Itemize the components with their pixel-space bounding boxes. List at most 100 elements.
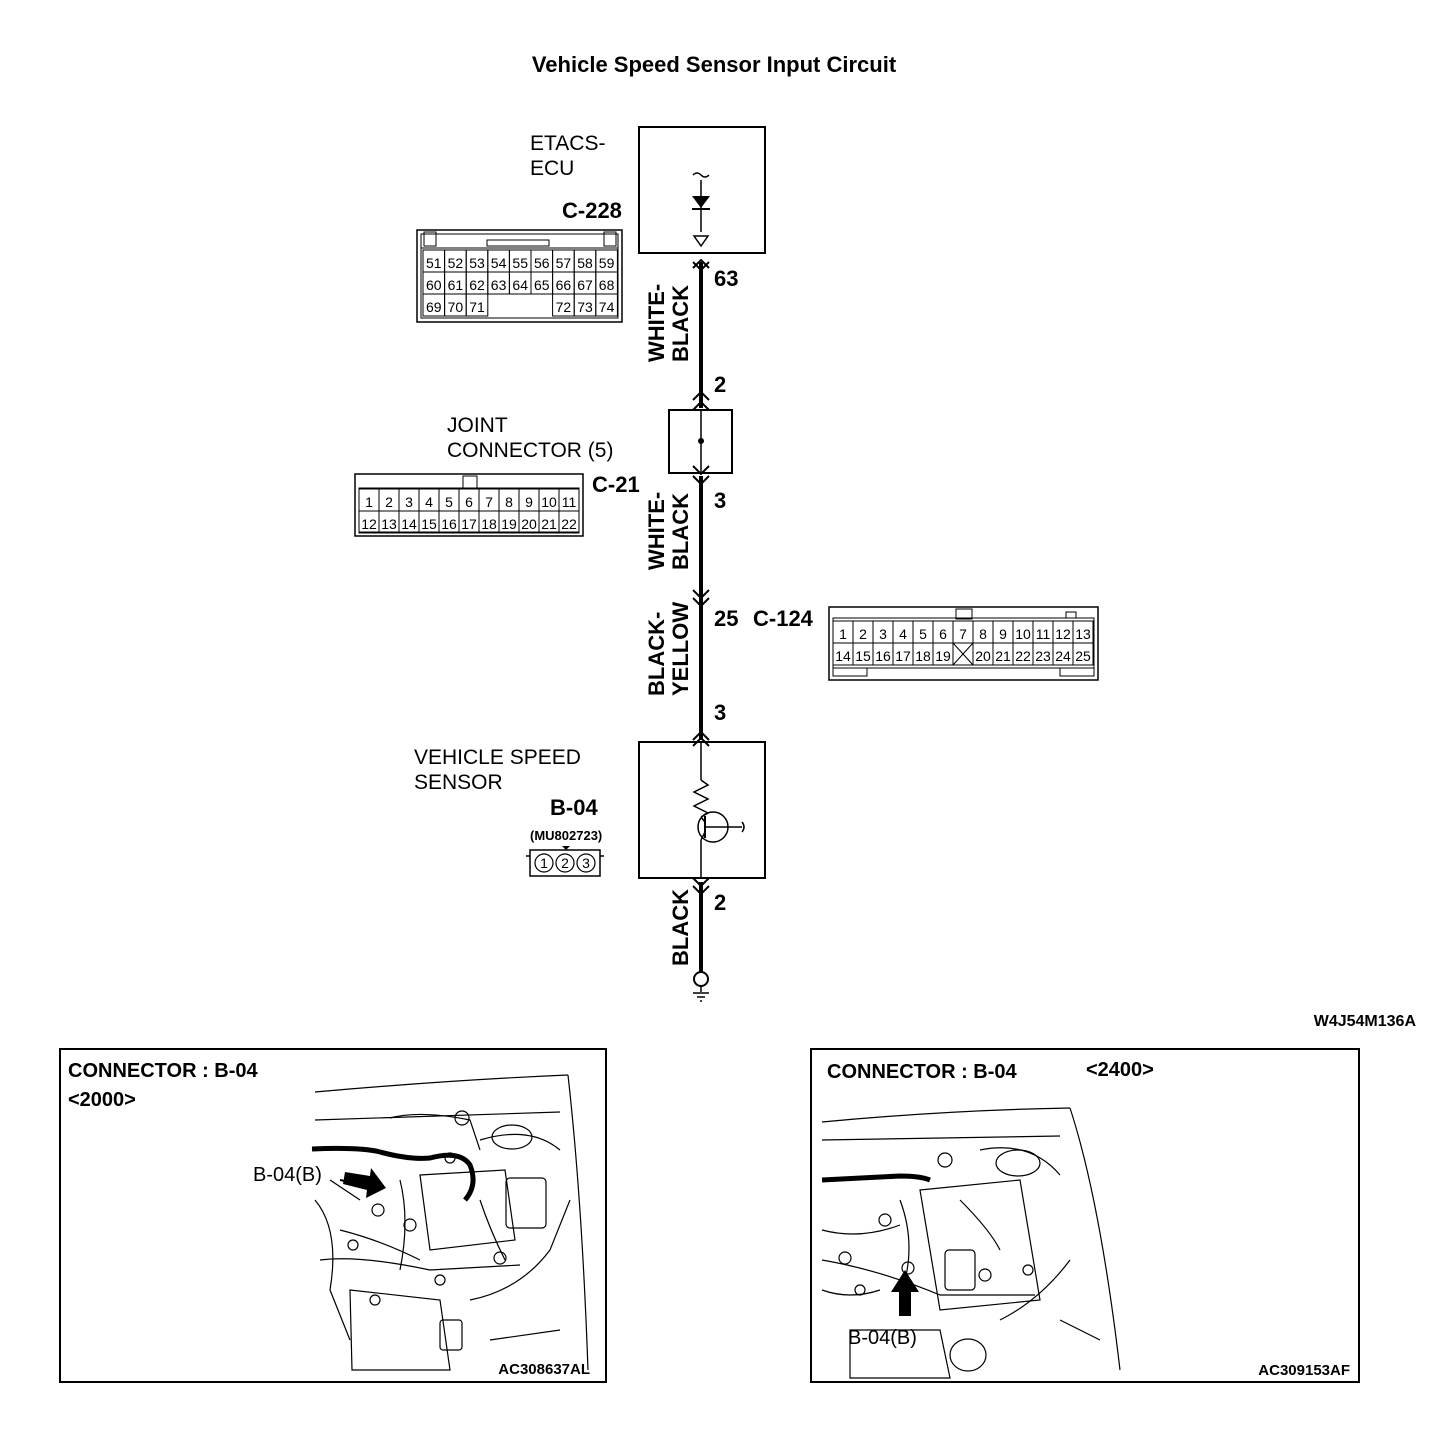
c228-pin-number: 52: [448, 255, 464, 271]
c21-pin-number: 2: [385, 494, 393, 510]
c21-pin-number: 7: [485, 494, 493, 510]
c228-pin-number: 67: [577, 277, 593, 293]
c124-pin-number: 25: [1075, 648, 1091, 664]
diagram-code: W4J54M136A: [1314, 1013, 1417, 1030]
c228-pin-number: 68: [599, 277, 615, 293]
wire-color-2-line2: BLACK: [668, 493, 693, 570]
c228-pin-number: 71: [469, 299, 485, 315]
c21-pin-number: 3: [405, 494, 413, 510]
c124-pin-number: 21: [995, 648, 1011, 664]
c124-pin-number: 13: [1075, 626, 1091, 642]
c124-pin-number: 12: [1055, 626, 1071, 642]
ecu-connector-label: C-228: [562, 198, 622, 223]
c228-pin-number: 57: [556, 255, 572, 271]
c21-pin-number: 19: [501, 516, 517, 532]
panel-2-variant: <2400>: [1086, 1059, 1154, 1081]
panel-1-title: CONNECTOR : B-04: [68, 1060, 259, 1082]
c21-pin-number: 12: [361, 516, 377, 532]
c228-pin-number: 73: [577, 299, 593, 315]
c228-pin-number: 72: [556, 299, 572, 315]
c228-pin-number: 70: [448, 299, 464, 315]
c21-pin-number: 4: [425, 494, 433, 510]
c21-pin-number: 9: [525, 494, 533, 510]
harness-bundle: [311, 1145, 476, 1202]
wire-color-4: BLACK: [668, 889, 693, 966]
c228-pin-number: 56: [534, 255, 550, 271]
b04-pin-cell: [555, 853, 575, 873]
pin-joint-in: 2: [714, 372, 726, 397]
c124-pin-number: 22: [1015, 648, 1031, 664]
c228-pin-number: 51: [426, 255, 442, 271]
c124-pin-number: 11: [1036, 626, 1051, 642]
c21-pin-number: 5: [445, 494, 453, 510]
resistor-icon: [692, 779, 710, 818]
sensor-connector-label: B-04: [550, 795, 598, 820]
sensor-name-line1: VEHICLE SPEED: [414, 746, 581, 769]
panel-1-code: AC308637AL: [498, 1361, 590, 1378]
c228-pin-number: 59: [599, 255, 615, 271]
c124-blocked-mark: [952, 642, 974, 666]
c124-pin-number: 18: [915, 648, 931, 664]
c21-pin-number: 14: [401, 516, 417, 532]
engine-bay-illustration-2000: [314, 1074, 589, 1371]
c21-pin-cell: [558, 510, 580, 534]
panel-2-title: CONNECTOR : B-04: [827, 1061, 1018, 1083]
c124-pin-number: 24: [1055, 648, 1071, 664]
pin-ecu-out: 63: [714, 266, 738, 291]
c228-pin-number: 74: [599, 299, 615, 315]
c228-pin-number: 69: [426, 299, 442, 315]
c228-pin-number: 53: [469, 255, 485, 271]
c124-pin-number: 5: [919, 626, 927, 642]
pin-sensor-out: 2: [714, 890, 726, 915]
b04-pin-number: 2: [561, 855, 569, 871]
pin-c124: 25: [714, 606, 738, 631]
c21-pin-number: 17: [461, 516, 477, 532]
c21-pin-number: 15: [421, 516, 437, 532]
ecu-name-line2: ECU: [530, 157, 574, 180]
c124-pin-number: 8: [979, 626, 987, 642]
wire-color-3-line2: YELLOW: [668, 602, 693, 696]
joint-name-line2: CONNECTOR (5): [447, 439, 613, 462]
c21-pin-number: 16: [441, 516, 457, 532]
wire-color-1-line2: BLACK: [668, 285, 693, 362]
c124-pin-number: 23: [1035, 648, 1051, 664]
pin-joint-out: 3: [714, 488, 726, 513]
b04-pin-number: 1: [540, 855, 548, 871]
c124-pin-number: 17: [895, 648, 911, 664]
c21-pin-number: 13: [381, 516, 397, 532]
panel-1-variant: <2000>: [68, 1089, 136, 1111]
arrow-icon: [891, 1270, 919, 1316]
c228-pin-number: 62: [469, 277, 485, 293]
c228-pin-number: 64: [512, 277, 528, 293]
c124-pin-number: 4: [899, 626, 907, 642]
ecu-name-line1: ETACS-: [530, 132, 605, 155]
vehicle-speed-sensor-box: [638, 741, 766, 879]
c228-pin-number: 54: [491, 255, 507, 271]
wire-color-2-line1: WHITE-: [644, 492, 669, 570]
c124-pin-number: 7: [959, 626, 967, 642]
c21-pin-number: 20: [521, 516, 537, 532]
c124-pin-number: 16: [875, 648, 891, 664]
sensor-part-number: (MU802723): [530, 828, 602, 843]
etacs-ecu-box: [638, 126, 766, 254]
circuit-wire: [692, 258, 710, 972]
wire-color-1-line1: WHITE-: [644, 284, 669, 362]
panel-2-code: AC309153AF: [1258, 1362, 1350, 1379]
c124-pin-number: 15: [855, 648, 871, 664]
panel-2-callout: B-04(B): [848, 1327, 917, 1349]
pin-sensor-in: 3: [714, 700, 726, 725]
c228-pin-cell: [465, 293, 489, 317]
c124-connector-label: C-124: [753, 606, 814, 631]
c124-pin-number: 1: [839, 626, 847, 642]
b04-pin-cell: [534, 853, 554, 873]
joint-name-line1: JOINT: [447, 414, 508, 437]
c21-pin-number: 8: [505, 494, 513, 510]
c21-pin-number: 22: [561, 516, 577, 532]
connector-location-panel-2000: CONNECTOR : B-04 <2000> B-04(B) AC308637…: [59, 1048, 607, 1383]
c21-pin-number: 11: [562, 494, 577, 510]
c124-pin-number: 2: [859, 626, 867, 642]
